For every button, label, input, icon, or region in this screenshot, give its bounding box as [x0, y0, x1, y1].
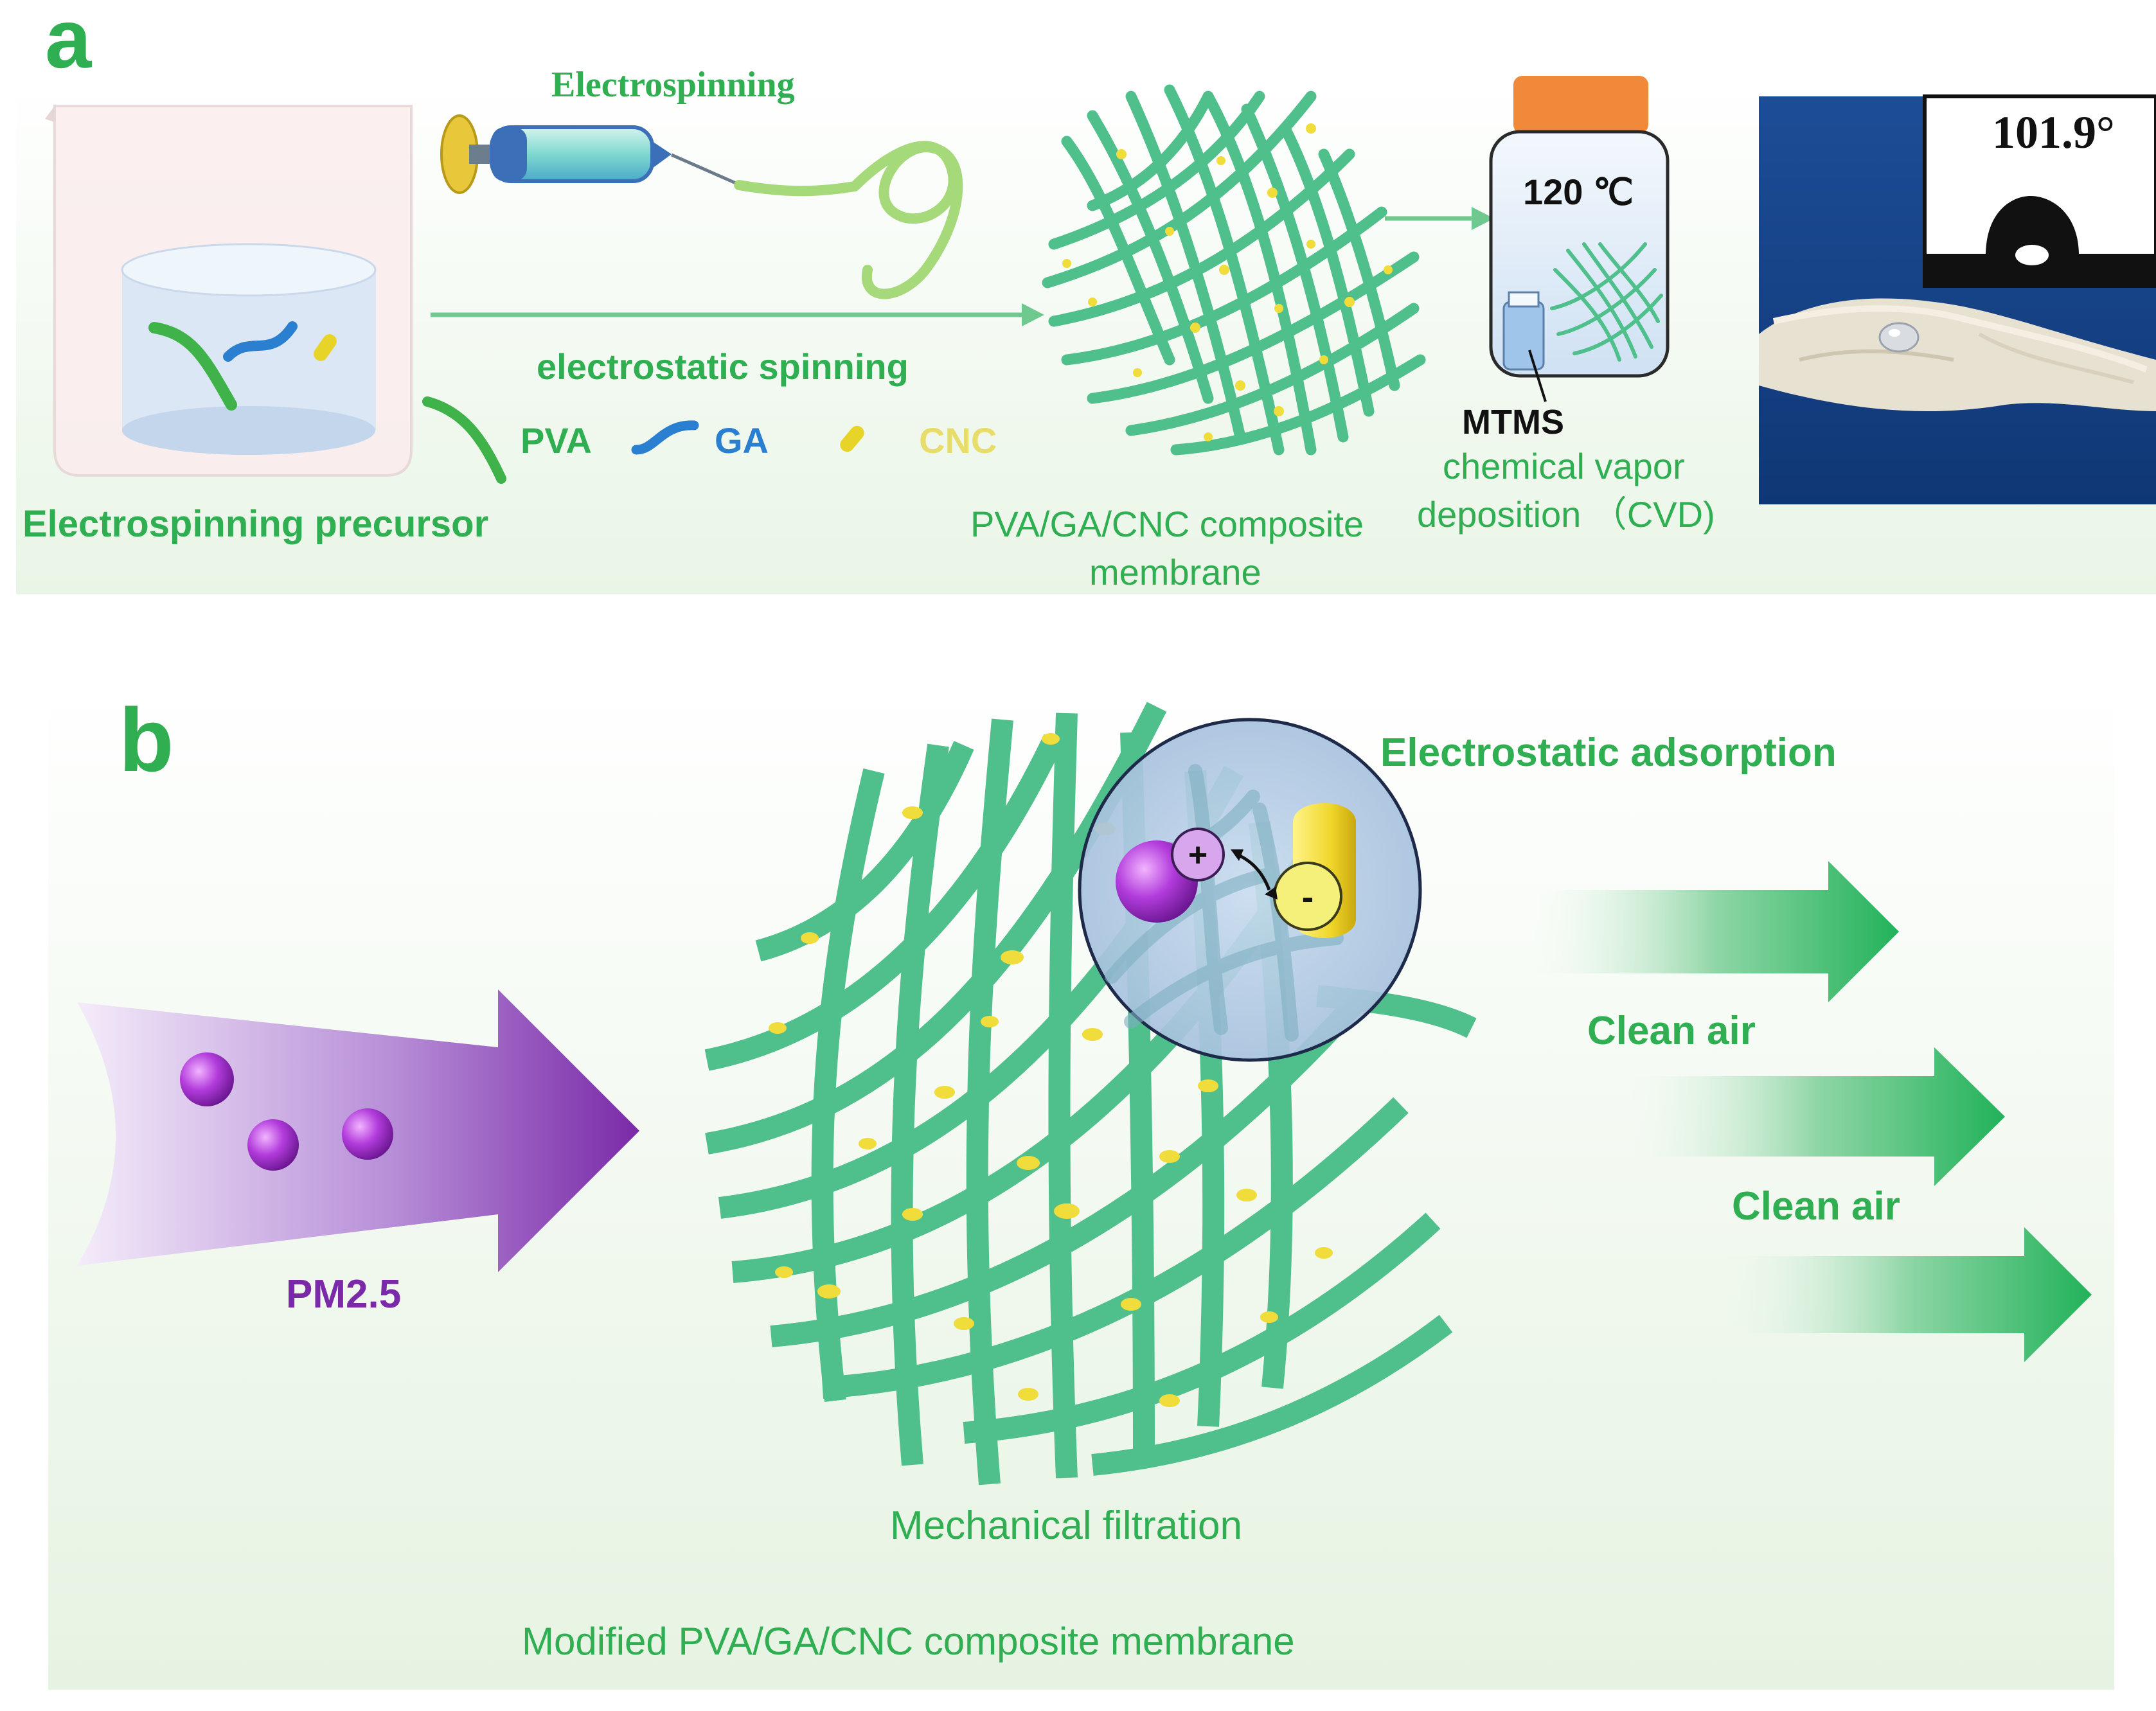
jar-temperature: 120 ℃ — [1523, 172, 1634, 212]
clean-air-arrow — [1629, 1047, 2005, 1186]
syringe — [440, 114, 737, 194]
membrane-a — [1042, 84, 1426, 456]
contact-angle-value: 101.9° — [1992, 107, 2115, 158]
legend-pva-swatch — [422, 396, 506, 484]
positive-charge-symbol: + — [1188, 837, 1207, 874]
membrane-a-cnc-dots — [1062, 123, 1393, 441]
clean-air-arrow — [1533, 861, 1899, 1002]
mechanical-filtration-label: Mechanical filtration — [890, 1503, 1242, 1548]
pm-particle — [247, 1119, 299, 1171]
clean-air-label-2: Clean air — [1732, 1184, 1900, 1228]
legend-pva-label: PVA — [521, 420, 592, 461]
electrostatic-adsorption-label: Electrostatic adsorption — [1380, 731, 1837, 775]
pm-particle — [180, 1052, 234, 1106]
pm-label: PM2.5 — [286, 1272, 401, 1316]
contact-angle-photo — [1759, 94, 2156, 504]
pm-particle — [342, 1108, 393, 1160]
positive-charge — [1171, 828, 1225, 882]
negative-charge-symbol: - — [1302, 876, 1314, 917]
legend-cnc-swatch — [840, 425, 864, 452]
attraction-arrow — [1236, 853, 1271, 891]
precursor-caption: Electrospinning precursor — [22, 503, 488, 545]
beaker-precursor — [45, 105, 413, 477]
spinning-jet — [734, 141, 963, 299]
electrospinning-title: Electrospinning — [551, 65, 795, 105]
jar-reagent: MTMS — [1462, 403, 1564, 441]
cvd-line1: chemical vapor — [1443, 446, 1685, 486]
cvd-line2: deposition （CVD) — [1417, 494, 1715, 535]
legend-cnc-label: CNC — [919, 420, 997, 461]
legend-ga-swatch — [631, 420, 699, 455]
zoom-inset — [1078, 718, 1422, 1062]
clean-air-label-1: Clean air — [1587, 1009, 1756, 1053]
process-arrow — [431, 303, 1044, 326]
cvd-jar — [1489, 76, 1670, 402]
panel-a-letter: a — [45, 0, 93, 85]
electrostatic-spinning-label: electrostatic spinning — [537, 346, 909, 387]
membrane-caption-line1: PVA/GA/CNC composite — [970, 504, 1364, 544]
cvd-arrow — [1385, 207, 1494, 230]
clean-air-arrows — [1533, 861, 2092, 1362]
clean-air-arrow — [1722, 1227, 2092, 1362]
pm-particles — [180, 1052, 393, 1171]
legend-ga-label: GA — [715, 420, 769, 461]
membrane-caption-line2: membrane — [1089, 552, 1261, 592]
panel-b-letter: b — [119, 689, 174, 790]
legend: PVA GA CNC — [422, 396, 997, 484]
modified-membrane-caption: Modified PVA/GA/CNC composite membrane — [522, 1620, 1295, 1663]
